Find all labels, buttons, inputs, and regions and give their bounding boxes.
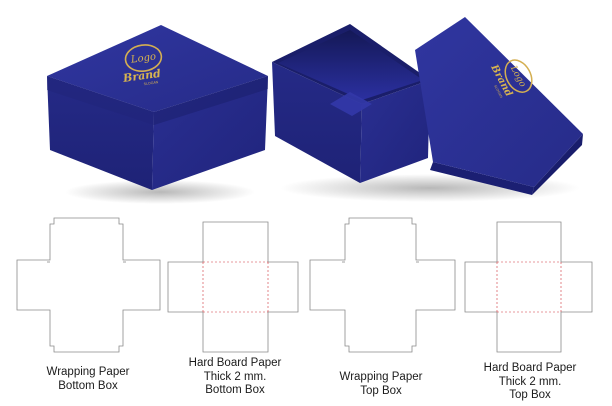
closed-box-lid-top xyxy=(47,25,268,112)
lid-top xyxy=(415,17,583,187)
dieline-hardboard-bottom xyxy=(167,221,299,353)
closed-box-logo: Logo Brand SLOGAN xyxy=(121,44,163,86)
closed-box: Logo Brand SLOGAN xyxy=(47,25,268,204)
dieline-hardboard-top xyxy=(464,221,593,353)
closed-box-right-side xyxy=(152,76,268,190)
lid-right-side xyxy=(532,134,583,195)
label-hardboard-top: Hard Board Paper Thick 2 mm. Top Box xyxy=(483,362,577,401)
lid-front-side xyxy=(430,162,534,195)
dieline-wrapping-bottom xyxy=(16,217,161,353)
logo-circle xyxy=(124,44,163,72)
svg-text:SLOGAN: SLOGAN xyxy=(493,84,503,99)
label-wrapping-top: Wrapping Paper Top Box xyxy=(339,371,423,397)
open-box-right-side xyxy=(360,80,430,183)
open-box-interior xyxy=(278,30,423,100)
tagline-text: SLOGAN xyxy=(144,80,159,86)
open-box: Logo Brand SLOGAN xyxy=(272,17,583,202)
label-hardboard-bottom: Hard Board Paper Thick 2 mm. Bottom Box xyxy=(188,357,282,396)
open-box-left-side xyxy=(272,62,362,183)
logo-text: Logo xyxy=(129,51,156,66)
dieline-wrapping-top xyxy=(309,217,456,353)
label-wrapping-bottom: Wrapping Paper Bottom Box xyxy=(46,366,130,392)
brand-text: Brand xyxy=(121,67,162,85)
